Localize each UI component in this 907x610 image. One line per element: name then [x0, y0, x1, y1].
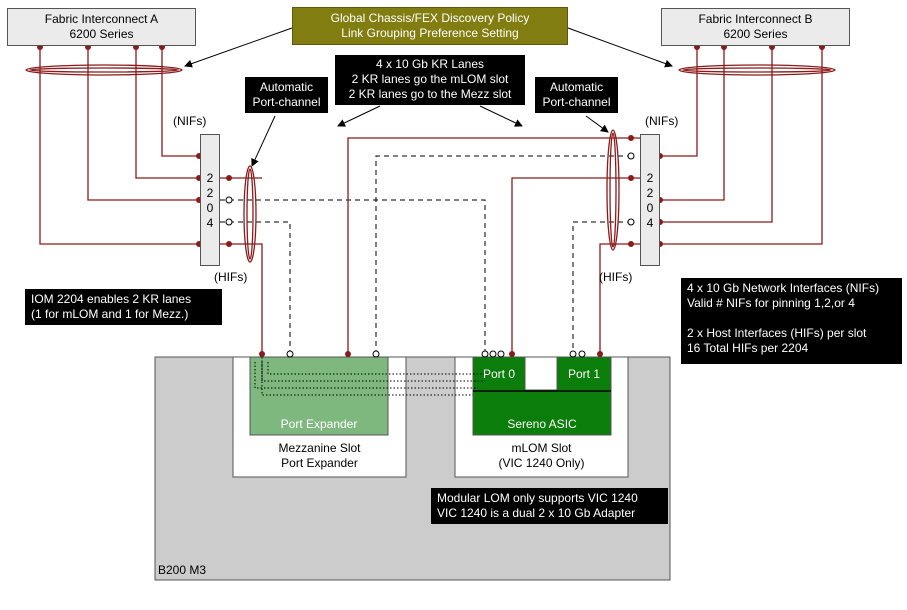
internal-traces: [254, 357, 492, 396]
mlom-slot-label: mLOM Slot (VIC 1240 Only): [498, 441, 585, 470]
port-expander-label: Port Expander: [280, 417, 358, 431]
iom-2204-right: 2 2 0 4: [640, 134, 660, 266]
hifs-label-right: (HIFs): [599, 270, 633, 284]
right-hif-links: [347, 137, 640, 357]
kr-line3: 2 KR lanes go to the Mezz slot: [348, 87, 512, 101]
nifs-label-right: (NIFs): [645, 114, 679, 128]
bundle-ellipses: [25, 64, 836, 263]
nifs-label-left: (NIFs): [173, 114, 207, 128]
fabric-b-title: Fabric Interconnect B: [698, 12, 813, 26]
fabric-interconnect-a: Fabric Interconnect A 6200 Series: [7, 8, 196, 46]
fabric-interconnect-b: Fabric Interconnect B 6200 Series: [661, 8, 850, 46]
port0-label: Port 0: [482, 367, 515, 381]
lom-note: Modular LOM only supports VIC 1240 VIC 1…: [431, 488, 668, 524]
policy-line2: Link Grouping Preference Setting: [341, 26, 519, 40]
discovery-policy-box: Global Chassis/FEX Discovery Policy Link…: [292, 7, 568, 45]
sereno-asic: [472, 389, 612, 436]
hifs-label-left: (HIFs): [214, 270, 248, 284]
sereno-label: Sereno ASIC: [507, 417, 577, 431]
kr-line2: 2 KR lanes go the mLOM slot: [351, 72, 509, 86]
policy-line1: Global Chassis/FEX Discovery Policy: [330, 11, 530, 25]
auto-port-channel-right: Automatic Port-channel: [535, 77, 618, 113]
fabric-b-links: [660, 47, 823, 245]
mezz-slot-label: Mezzanine Slot Port Expander: [278, 441, 361, 470]
iom-note: IOM 2204 enables 2 KR lanes (1 for mLOM …: [25, 289, 222, 325]
connector-dots: [37, 44, 825, 358]
auto-port-channel-left: Automatic Port-channel: [245, 77, 328, 113]
kr-lanes-box: 4 x 10 Gb KR Lanes 2 KR lanes go the mLO…: [335, 55, 525, 105]
fabric-b-subtitle: 6200 Series: [723, 27, 788, 41]
kr-line1: 4 x 10 Gb KR Lanes: [375, 57, 485, 71]
port1-label: Port 1: [567, 367, 600, 381]
blade-label: B200 M3: [158, 563, 207, 577]
fabric-a-links: [39, 47, 200, 245]
iom-2204-left: 2 2 0 4: [200, 134, 220, 266]
callout-arrows: [184, 27, 673, 167]
nif-note: 4 x 10 Gb Network Interfaces (NIFs) Vali…: [681, 278, 902, 364]
fabric-a-title: Fabric Interconnect A: [44, 12, 159, 26]
left-hif-links: [220, 177, 486, 357]
port-expander: [249, 356, 389, 436]
fabric-a-subtitle: 6200 Series: [69, 27, 134, 41]
